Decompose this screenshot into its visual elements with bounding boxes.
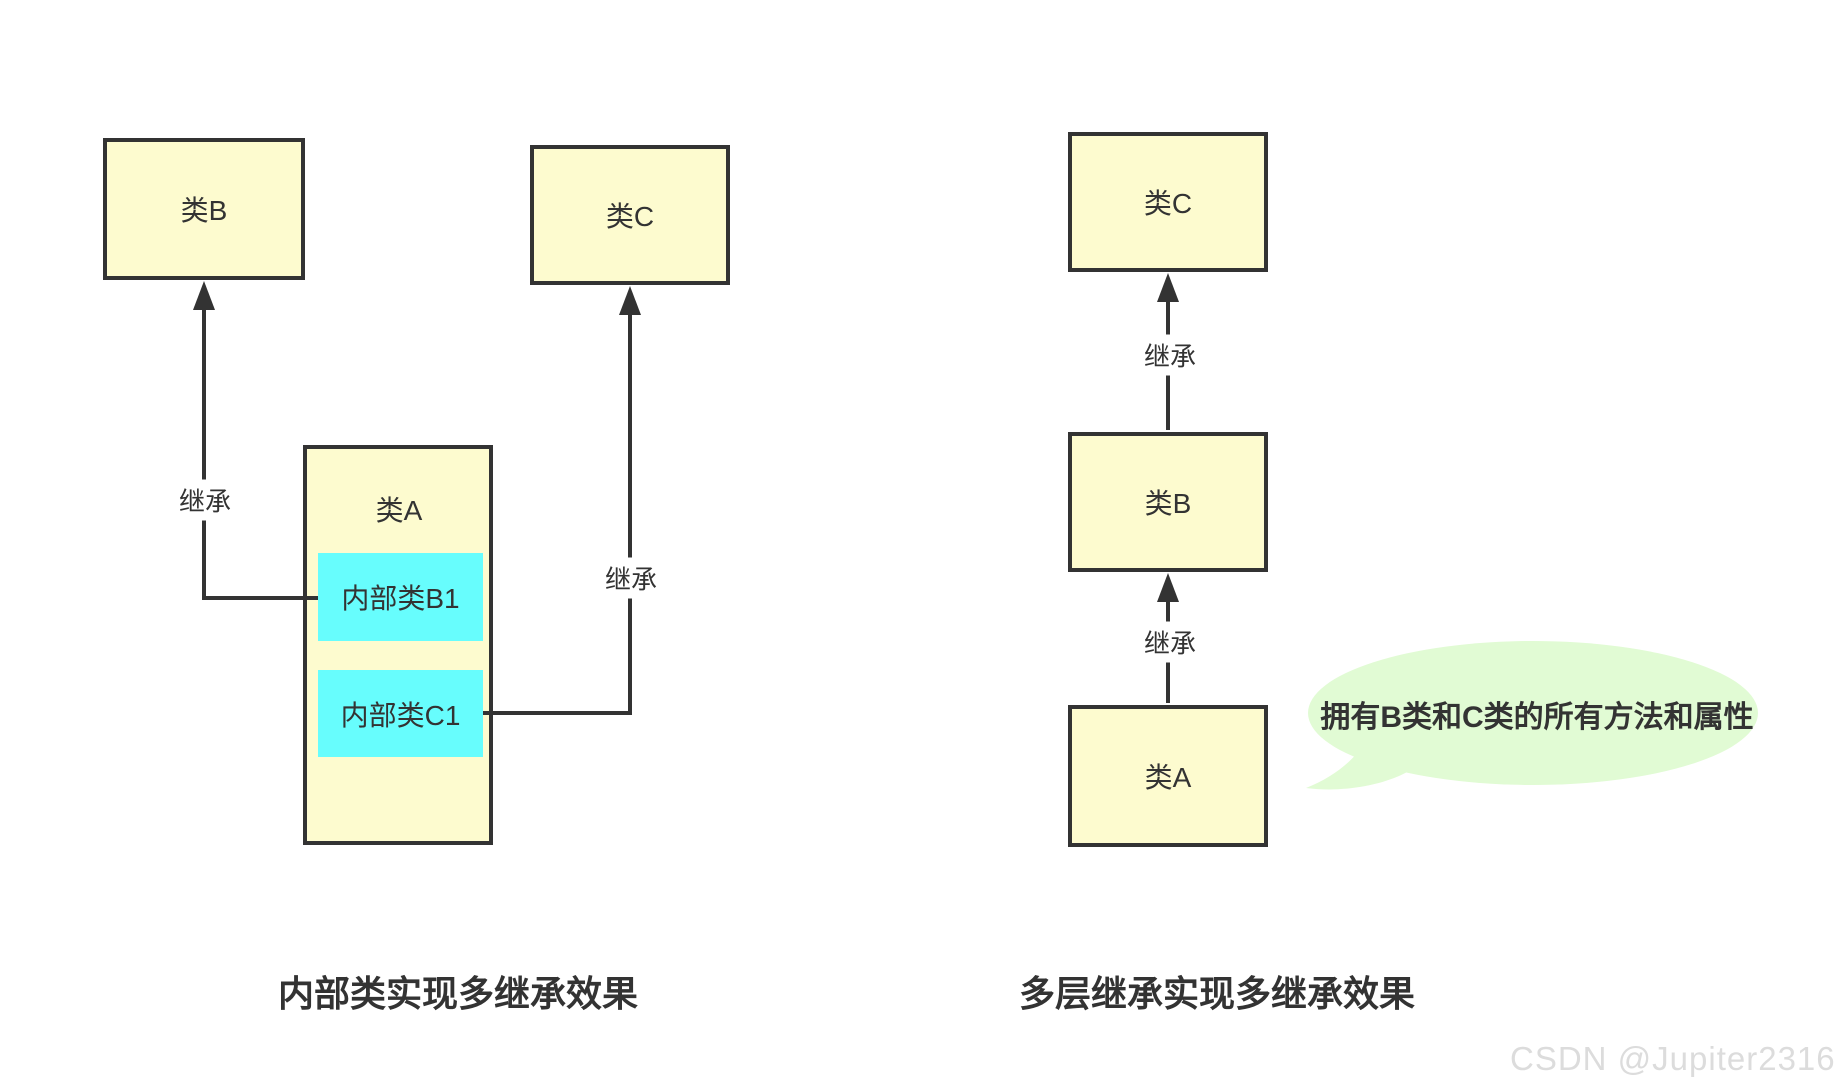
left-edge-c-label: 继承 [598,557,664,599]
inner-class-c1-label: 内部类C1 [340,699,461,731]
inner-class-b1-label: 内部类B1 [341,583,460,614]
inner-class-b1-box: 内部类B1 [318,553,483,641]
speech-bubble-text: 拥有B类和C类的所有方法和属性 [1320,701,1754,734]
edge-inner-c1-to-class-c [483,314,632,715]
right-class-a-label: 类A [1144,762,1192,793]
arrow-head-icon [619,286,641,315]
left-class-c-label: 类C [605,201,655,232]
right-diagram-caption: 多层继承实现多继承效果 [1018,973,1416,1014]
watermark-text: CSDN @Jupiter2316 [1510,1040,1836,1077]
right-class-c-label: 类C [1143,188,1193,219]
left-class-b-label: 类B [180,195,228,226]
right-class-b-box: 类B [1068,432,1268,572]
speech-bubble-tail [1306,740,1420,790]
inner-class-c1-box: 内部类C1 [318,670,483,757]
left-class-c-box: 类C [530,145,730,285]
right-edge-ab-label: 继承 [1137,621,1203,663]
left-class-a-label: 类A [375,495,423,526]
right-class-b-label: 类B [1144,488,1192,519]
arrow-head-icon [1157,273,1179,302]
right-class-c-box: 类C [1068,132,1268,272]
left-class-b-box: 类B [103,138,305,280]
arrow-head-icon [1157,573,1179,602]
right-edge-bc-label: 继承 [1137,334,1203,376]
left-diagram-caption: 内部类实现多继承效果 [277,973,639,1014]
left-edge-b-label: 继承 [172,479,238,521]
edge-inner-b1-to-class-b [202,309,318,600]
right-class-a-box: 类A [1068,705,1268,847]
left-class-a-box [303,445,493,845]
arrow-head-icon [193,281,215,310]
